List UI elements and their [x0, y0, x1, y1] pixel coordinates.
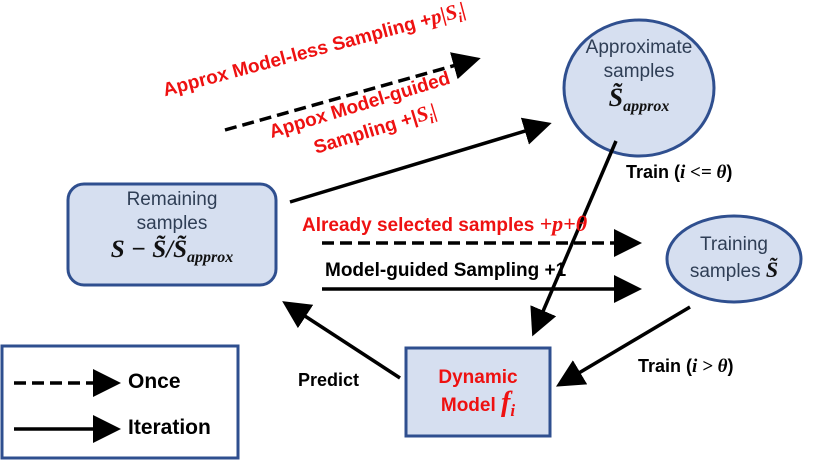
approx-line2: samples: [603, 61, 675, 82]
training-line2-row: samples S̃: [667, 257, 801, 284]
remaining-samples-text: Remaining samples S − S̃/S̃approx: [68, 188, 276, 270]
predict-label: Predict: [298, 370, 360, 390]
train-le-text: Train (: [626, 162, 681, 182]
legend-iteration-label: Iteration: [128, 416, 211, 439]
approx-modelless-math: p|S: [427, 0, 460, 30]
approx-subscript: approx: [623, 97, 670, 115]
dynamic-model-node: [404, 346, 552, 438]
model-line1: Dynamic: [438, 367, 518, 388]
train-gt-text: Train (: [638, 356, 693, 376]
remaining-formula: S − S̃/S̃approx: [68, 236, 276, 270]
already-selected-math: +p+θ: [539, 211, 588, 236]
remaining-formula-main: S − S̃/S̃: [110, 236, 188, 263]
model-line2-row: Model fi: [406, 387, 550, 423]
model-subscript: i: [510, 400, 516, 420]
predict-arrow: [282, 301, 401, 380]
training-samples-node: [665, 214, 803, 304]
remaining-line1: Remaining: [126, 189, 218, 210]
train-gt-arrow: [555, 305, 691, 387]
model-symbol: f: [501, 387, 511, 418]
approx-samples-node: [562, 18, 716, 158]
training-samples-text: Training samples S̃: [667, 232, 801, 284]
training-line2: samples: [689, 261, 761, 282]
training-line1: Training: [700, 234, 768, 255]
legend-once-label: Once: [128, 370, 181, 393]
approx-formula: S̃approx: [564, 83, 714, 119]
already-selected-text: Already selected samples: [302, 215, 540, 236]
train-le-label: Train (i <= θ): [626, 162, 732, 184]
legend-box: [0, 344, 240, 460]
remaining-line2: samples: [136, 213, 208, 234]
train-gt-math: i > θ: [692, 356, 728, 377]
approx-modelguided-arrow: [289, 117, 552, 204]
approx-modelless-arrow: [224, 52, 481, 132]
train-le-math: i <= θ: [680, 162, 727, 183]
approx-samples-text: Approximate samples S̃approx: [564, 36, 714, 119]
model-line2: Model: [440, 395, 496, 416]
remaining-subscript: approx: [187, 248, 234, 266]
already-selected-label: Already selected samples +p+θ: [302, 211, 587, 237]
dynamic-model-text: Dynamic Model fi: [406, 365, 550, 423]
train-le-tail: ): [726, 162, 733, 182]
train-gt-tail: ): [727, 356, 734, 376]
approx-line1: Approximate: [585, 37, 693, 58]
model-guided-label: Model-guided Sampling +1: [325, 260, 567, 281]
remaining-samples-node: [66, 182, 278, 287]
approx-symbol: S̃: [608, 83, 624, 112]
train-gt-label: Train (i > θ): [638, 356, 733, 378]
training-symbol: S̃: [765, 257, 779, 282]
train-le-arrow: [530, 140, 618, 337]
